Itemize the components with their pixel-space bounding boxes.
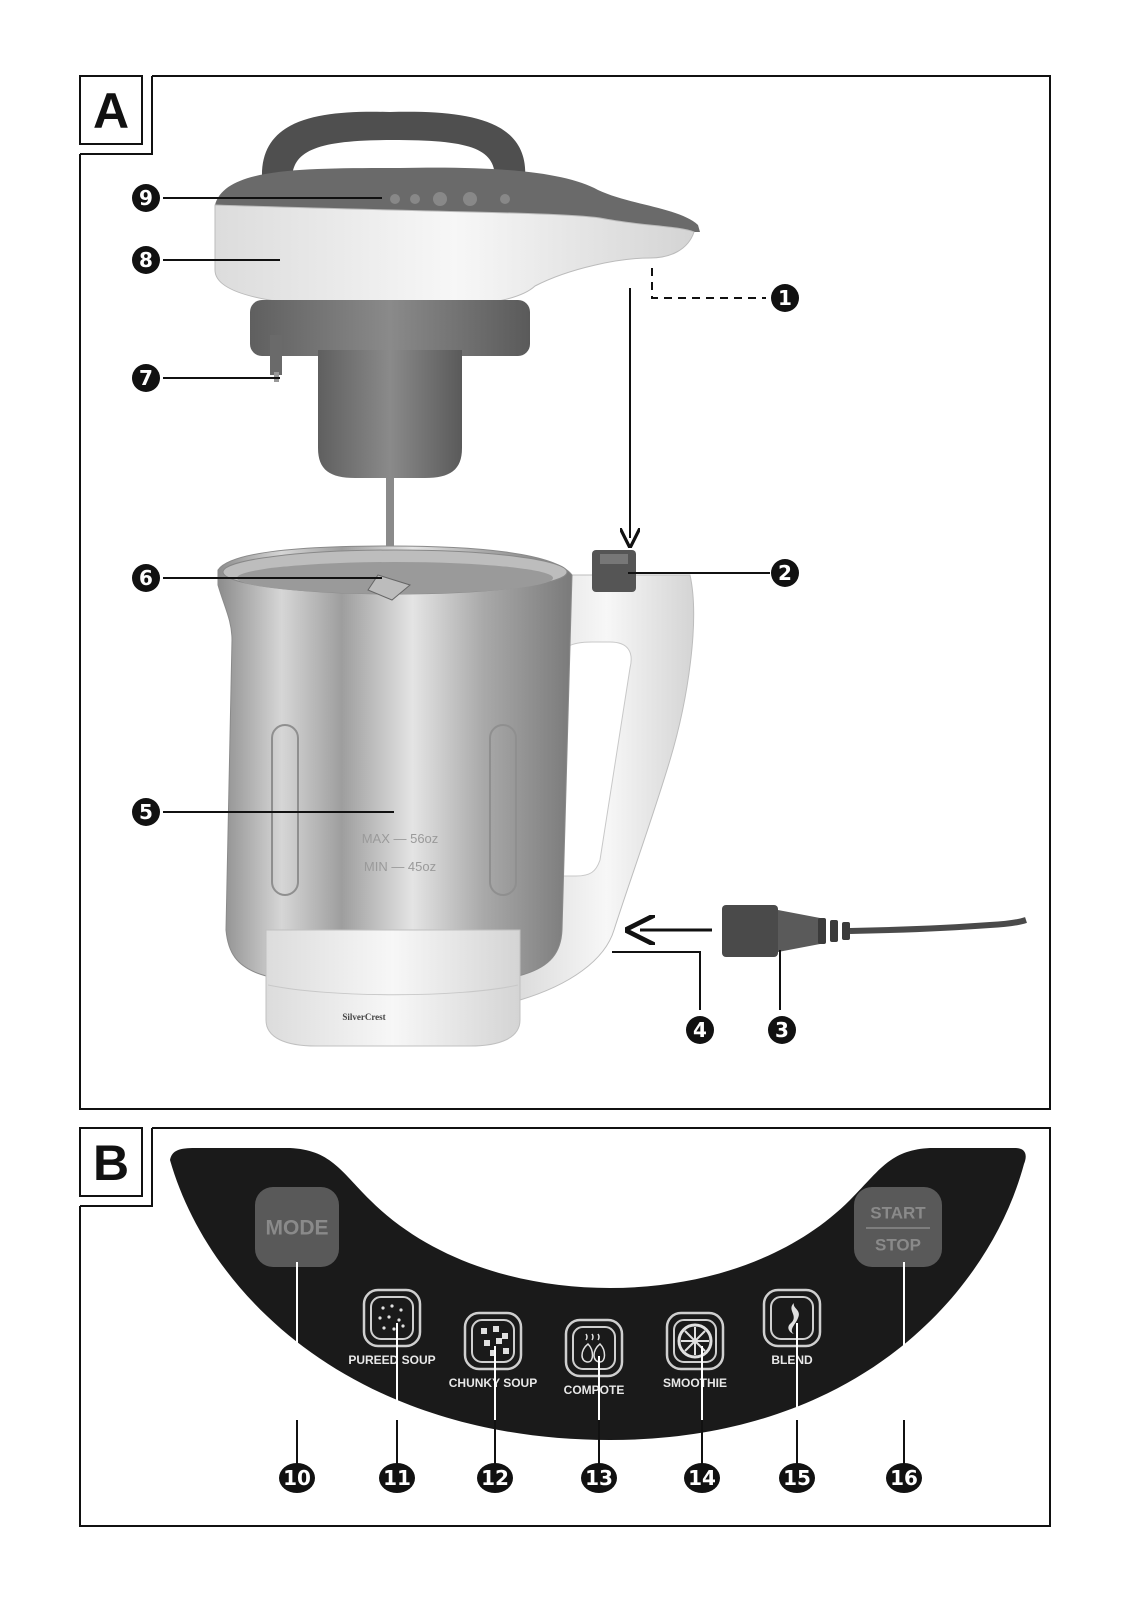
blade-shaft: [386, 478, 394, 578]
mode-button-label: MODE: [266, 1217, 329, 1240]
power-cord: [722, 905, 1027, 957]
callout-2: 2: [771, 559, 799, 587]
svg-text:3: 3: [775, 1018, 789, 1042]
callout-10: 10: [279, 1463, 315, 1493]
callout-15: 15: [779, 1463, 815, 1493]
pureed-soup-icon: [378, 1304, 405, 1331]
motor-collar: [250, 300, 530, 356]
jug-base: [265, 929, 521, 1047]
callout-1: 1: [771, 284, 799, 312]
chunky-soup-label: CHUNKY SOUP: [449, 1376, 537, 1390]
callout-4: 4: [686, 1016, 714, 1044]
svg-text:12: 12: [481, 1466, 509, 1490]
callout-16: 16: [886, 1463, 922, 1493]
panel-b-leaders-dark: [296, 1420, 905, 1464]
program-smoothie[interactable]: [665, 1311, 725, 1371]
svg-text:8: 8: [139, 248, 153, 272]
panel-b: B MODE START STOP PUREED SOUP: [72, 1120, 1051, 1527]
brand-logo: SilverCrest: [342, 1012, 385, 1022]
lid-pin: [270, 335, 282, 375]
start-stop-button[interactable]: [854, 1187, 942, 1267]
svg-text:11: 11: [383, 1466, 411, 1490]
stainless-jug: [217, 545, 573, 986]
callout-13: 13: [581, 1463, 617, 1493]
svg-text:5: 5: [139, 800, 153, 824]
program-pureed-soup[interactable]: [362, 1288, 422, 1348]
svg-text:15: 15: [783, 1466, 811, 1490]
program-chunky-soup[interactable]: [463, 1311, 523, 1371]
lid-control-panel: [390, 192, 510, 206]
control-panel: [170, 1148, 1026, 1440]
svg-text:9: 9: [139, 186, 153, 210]
program-blend[interactable]: [762, 1288, 822, 1348]
start-label: START: [870, 1204, 926, 1223]
mode-button[interactable]: [255, 1187, 339, 1267]
smoothie-icon: [677, 1323, 713, 1359]
stop-label: STOP: [875, 1236, 921, 1255]
lid-assembly: [214, 111, 700, 578]
lid-handle: [261, 111, 526, 180]
leader-lines: [163, 197, 781, 1010]
section-a-label-box: [79, 75, 143, 145]
blend-icon: [788, 1303, 799, 1334]
svg-text:16: 16: [890, 1466, 918, 1490]
callout-7: 7: [132, 364, 160, 392]
compote-label: COMPOTE: [564, 1383, 625, 1397]
callout-14: 14: [684, 1463, 720, 1493]
jug-max-marking: MAX — 56oz: [362, 831, 439, 846]
panel-b-frame: [79, 1127, 1051, 1527]
smoothie-label: SMOOTHIE: [663, 1376, 727, 1390]
jug-min-marking: MIN — 45oz: [364, 859, 436, 874]
svg-text:6: 6: [139, 566, 153, 590]
svg-text:1: 1: [778, 286, 792, 310]
callout-9: 9: [132, 184, 160, 212]
panel-b-leaders-light: [296, 1262, 905, 1420]
svg-text:14: 14: [688, 1466, 716, 1490]
power-plug: [722, 905, 778, 957]
chunky-soup-icon: [481, 1326, 509, 1356]
svg-text:2: 2: [778, 561, 792, 585]
pureed-soup-label: PUREED SOUP: [348, 1353, 435, 1367]
motor-housing: [318, 350, 462, 478]
panel-a-frame: [79, 75, 1051, 1110]
callout-11: 11: [379, 1463, 415, 1493]
callout-8: 8: [132, 246, 160, 274]
svg-text:10: 10: [283, 1466, 311, 1490]
callout-12: 12: [477, 1463, 513, 1493]
section-b-letter: B: [93, 1135, 129, 1191]
svg-text:7: 7: [139, 366, 153, 390]
jug-assembly: MAX — 56oz MIN — 45oz SilverCrest: [217, 545, 695, 1047]
program-compote[interactable]: [564, 1318, 624, 1378]
callout-5: 5: [132, 798, 160, 826]
callout-3: 3: [768, 1016, 796, 1044]
panel-a: A: [72, 68, 1051, 1110]
callout-6: 6: [132, 564, 160, 592]
svg-text:4: 4: [693, 1018, 707, 1042]
blend-label: BLEND: [771, 1353, 813, 1367]
blade: [367, 574, 412, 601]
section-b-label-box: [79, 1127, 143, 1197]
section-a-letter: A: [93, 83, 129, 139]
svg-text:13: 13: [585, 1466, 613, 1490]
